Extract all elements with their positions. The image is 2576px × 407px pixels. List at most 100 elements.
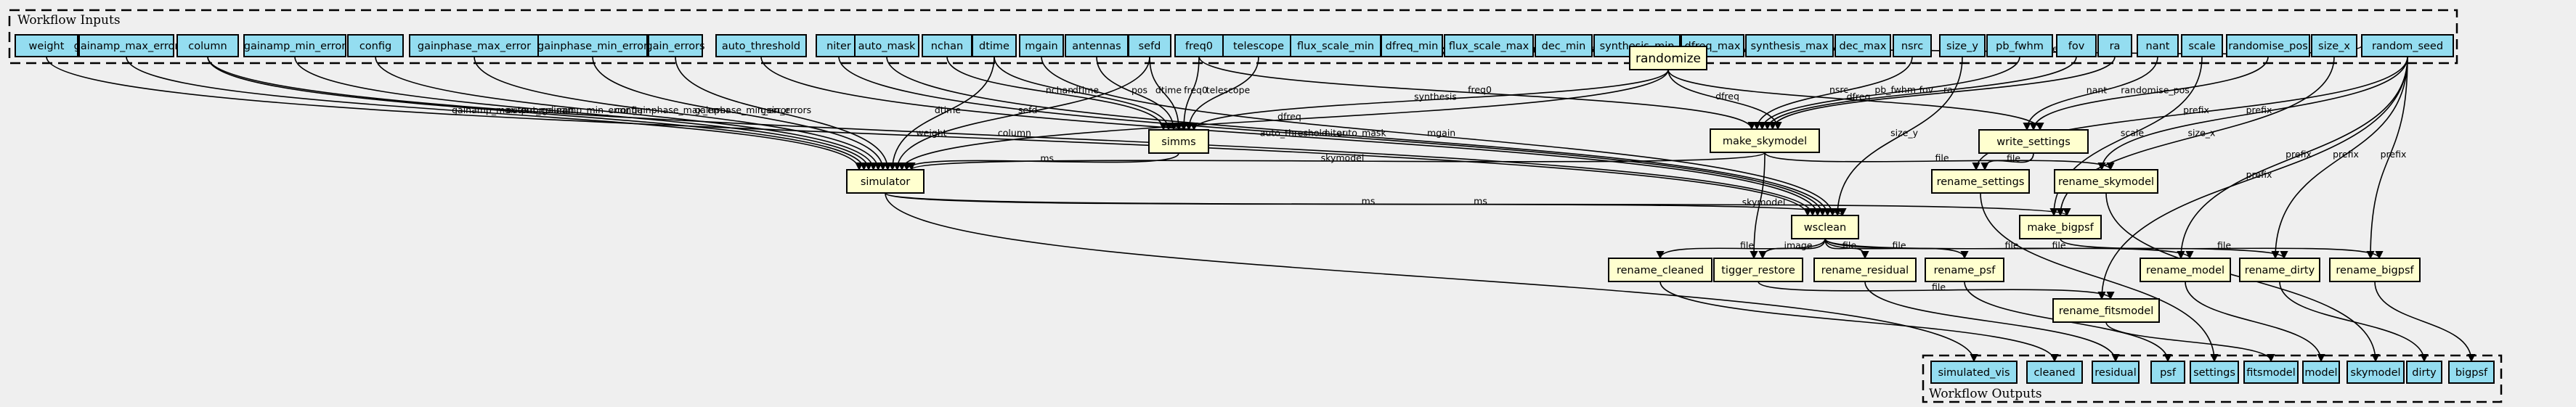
output-settings[interactable]: settings	[2190, 361, 2239, 384]
node-box	[2329, 258, 2421, 282]
node-label: model	[2304, 367, 2337, 379]
input-flux-scale-min[interactable]: flux_scale_min	[1290, 34, 1381, 57]
output-model[interactable]: model	[2302, 361, 2340, 384]
edge-label: nchan	[1046, 85, 1073, 96]
step-rename-dirty[interactable]: rename_dirty	[2239, 258, 2320, 282]
node-box	[243, 34, 346, 57]
edge-label: dfreq	[1715, 91, 1739, 102]
output-cleaned[interactable]: cleaned	[2026, 361, 2083, 384]
input-config[interactable]: config	[347, 34, 404, 57]
edge-rename_residual-residual	[1864, 281, 2120, 363]
input-size-y[interactable]: size_y	[1939, 34, 1986, 57]
input-dtime[interactable]: dtime	[972, 34, 1017, 57]
input-gain-errors[interactable]: gain_errors	[646, 34, 705, 57]
input-dec-max[interactable]: dec_max	[1835, 34, 1891, 57]
input-ra[interactable]: ra	[2097, 34, 2132, 57]
step-tigger-restore[interactable]: tigger_restore	[1713, 258, 1803, 282]
step-rename-psf[interactable]: rename_psf	[1925, 258, 2004, 282]
edge-nchan-simms	[946, 56, 1168, 131]
step-rename-skymodel[interactable]: rename_skymodel	[2054, 169, 2158, 194]
input-nchan[interactable]: nchan	[922, 34, 972, 57]
step-make-skymodel[interactable]: make_skymodel	[1710, 128, 1820, 153]
edge-label: ms	[1040, 153, 1054, 164]
edge-label: prefix	[2246, 169, 2272, 180]
input-dfreq-min[interactable]: dfreq_min	[1381, 34, 1443, 57]
step-simulator[interactable]: simulator	[846, 169, 925, 194]
output-bigpsf[interactable]: bigpsf	[2448, 361, 2495, 384]
input-randomise-pos[interactable]: randomise_pos	[2226, 34, 2310, 57]
input-freq0[interactable]: freq0	[1174, 34, 1224, 57]
input-pb-fwhm[interactable]: pb_fwhm	[1986, 34, 2053, 57]
node-label: dec_max	[1840, 41, 1887, 52]
edge-wsclean-tigger_restore	[1758, 238, 1826, 260]
input-size-x[interactable]: size_x	[2311, 34, 2357, 57]
edge-rename_dirty-dirty	[2279, 281, 2429, 363]
edge-rename_cleaned-cleaned	[1659, 281, 2059, 363]
node-label: antennas	[1072, 41, 1121, 52]
node-label: randomize	[1636, 52, 1701, 66]
input-nsrc[interactable]: nsrc	[1893, 34, 1932, 57]
input-gainphase-max-error[interactable]: gainphase_max_error	[409, 34, 540, 57]
outputs-cluster-label: Workflow Outputs	[1929, 387, 2042, 401]
input-auto-mask[interactable]: auto_mask	[854, 34, 919, 57]
node-label: scale	[2188, 41, 2215, 52]
node-box	[2052, 298, 2160, 323]
input-random-seed[interactable]: random_seed	[2361, 34, 2454, 57]
edge-label: weight	[916, 128, 946, 139]
input-telescope[interactable]: telescope	[1222, 34, 1295, 57]
input-auto-threshold[interactable]: auto_threshold	[715, 34, 807, 57]
edge-label: gain_errors	[760, 104, 811, 115]
edge-weight-wsclean	[46, 56, 1812, 217]
input-nant[interactable]: nant	[2137, 34, 2179, 57]
edge-fov-make_skymodel	[1763, 56, 2077, 131]
input-dec-min[interactable]: dec_min	[1535, 34, 1593, 57]
step-rename-settings[interactable]: rename_settings	[1931, 169, 2030, 194]
node-label: nsrc	[1901, 41, 1923, 52]
input-antennas[interactable]: antennas	[1065, 34, 1129, 57]
step-rename-model[interactable]: rename_model	[2140, 258, 2231, 282]
step-rename-residual[interactable]: rename_residual	[1813, 258, 1917, 282]
edge-label: ra	[1943, 84, 1953, 95]
node-label: rename_psf	[1934, 265, 1996, 276]
output-psf[interactable]: psf	[2150, 361, 2185, 384]
node-label: sefd	[1139, 41, 1161, 52]
output-dirty[interactable]: dirty	[2406, 361, 2442, 384]
output-fitsmodel[interactable]: fitsmodel	[2243, 361, 2299, 384]
step-rename-cleaned[interactable]: rename_cleaned	[1608, 258, 1712, 282]
edge-sefd-simms	[1149, 56, 1183, 131]
input-weight[interactable]: weight	[15, 34, 78, 57]
node-box	[846, 169, 925, 194]
node-label: simulator	[861, 176, 910, 188]
input-column[interactable]: column	[176, 34, 239, 57]
input-gainamp-max-error[interactable]: gainamp_max_error	[74, 34, 179, 57]
input-sefd[interactable]: sefd	[1128, 34, 1171, 57]
edge-column-simulator	[207, 56, 869, 171]
step-wsclean[interactable]: wsclean	[1791, 215, 1859, 239]
input-mgain[interactable]: mgain	[1019, 34, 1064, 57]
step-simms[interactable]: simms	[1148, 129, 1209, 154]
step-rename-bigpsf[interactable]: rename_bigpsf	[2329, 258, 2421, 282]
input-gainphase-min-error[interactable]: gainphase_min_error	[537, 34, 648, 57]
step-write-settings[interactable]: write_settings	[1978, 129, 2089, 154]
step-rename-fitsmodel[interactable]: rename_fitsmodel	[2052, 298, 2160, 323]
node-box	[2056, 34, 2097, 57]
node-label: weight	[29, 41, 65, 52]
input-niter[interactable]: niter	[816, 34, 862, 57]
output-residual[interactable]: residual	[2092, 361, 2140, 384]
node-box	[972, 34, 1017, 57]
node-box	[1925, 258, 2004, 282]
step-make-bigpsf[interactable]: make_bigpsf	[2019, 215, 2102, 239]
node-box	[1931, 169, 2030, 194]
output-simulated-vis[interactable]: simulated_vis	[1930, 361, 2018, 384]
input-scale[interactable]: scale	[2181, 34, 2223, 57]
input-fov[interactable]: fov	[2056, 34, 2097, 57]
output-skymodel[interactable]: skymodel	[2347, 361, 2405, 384]
node-label: rename_bigpsf	[2336, 265, 2414, 276]
input-flux-scale-max[interactable]: flux_scale_max	[1444, 34, 1534, 57]
input-synthesis-max[interactable]: synthesis_max	[1745, 34, 1834, 57]
node-box	[15, 34, 78, 57]
node-box	[2190, 361, 2239, 384]
step-randomize[interactable]: randomize	[1629, 46, 1707, 70]
input-gainamp-min-error[interactable]: gainamp_min_error	[243, 34, 346, 57]
node-box	[1939, 34, 1986, 57]
